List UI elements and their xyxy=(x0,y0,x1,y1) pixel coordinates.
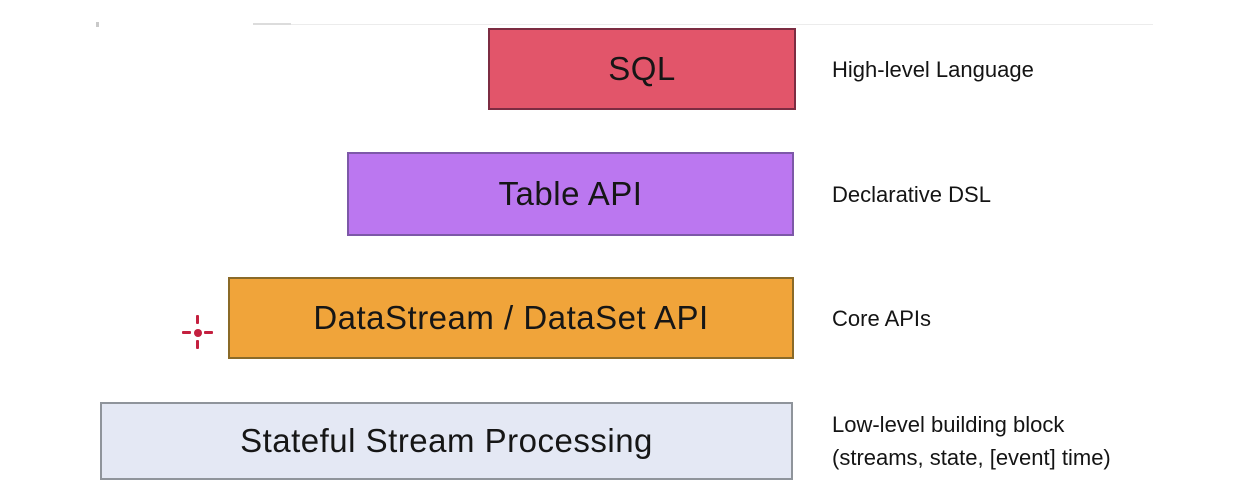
crosshair-dot xyxy=(194,329,202,337)
layer-box-stateful-stream-processing: Stateful Stream Processing xyxy=(100,402,793,480)
faint-artifact-speck xyxy=(96,22,99,27)
crosshair-icon xyxy=(178,312,218,354)
annotation-core-apis: Core APIs xyxy=(832,277,931,359)
layer-box-sql: SQL xyxy=(488,28,796,110)
crosshair-dash-left xyxy=(182,331,191,334)
layer-box-datastream-dataset-api: DataStream / DataSet API xyxy=(228,277,794,359)
faint-artifact-line-start xyxy=(253,23,291,25)
annotation-sql: High-level Language xyxy=(832,28,1034,110)
annotation-sql-line: High-level Language xyxy=(832,56,1034,82)
annotation-table-api-line: Declarative DSL xyxy=(832,181,991,207)
annotation-core-apis-line: Core APIs xyxy=(832,305,932,331)
annotation-low-level-line-1: Low-level building block xyxy=(832,412,1065,437)
annotation-low-level: Low-level building block (streams, state… xyxy=(832,400,1111,482)
crosshair-dash-top xyxy=(196,315,199,324)
crosshair-dash-bottom xyxy=(196,340,199,349)
annotation-table-api: Declarative DSL xyxy=(832,152,991,236)
annotation-low-level-line-2: (streams, state, [event] time) xyxy=(832,445,1111,470)
layer-box-table-api: Table API xyxy=(347,152,794,236)
faint-artifact-line xyxy=(253,24,1153,25)
crosshair-dash-right xyxy=(204,331,213,334)
